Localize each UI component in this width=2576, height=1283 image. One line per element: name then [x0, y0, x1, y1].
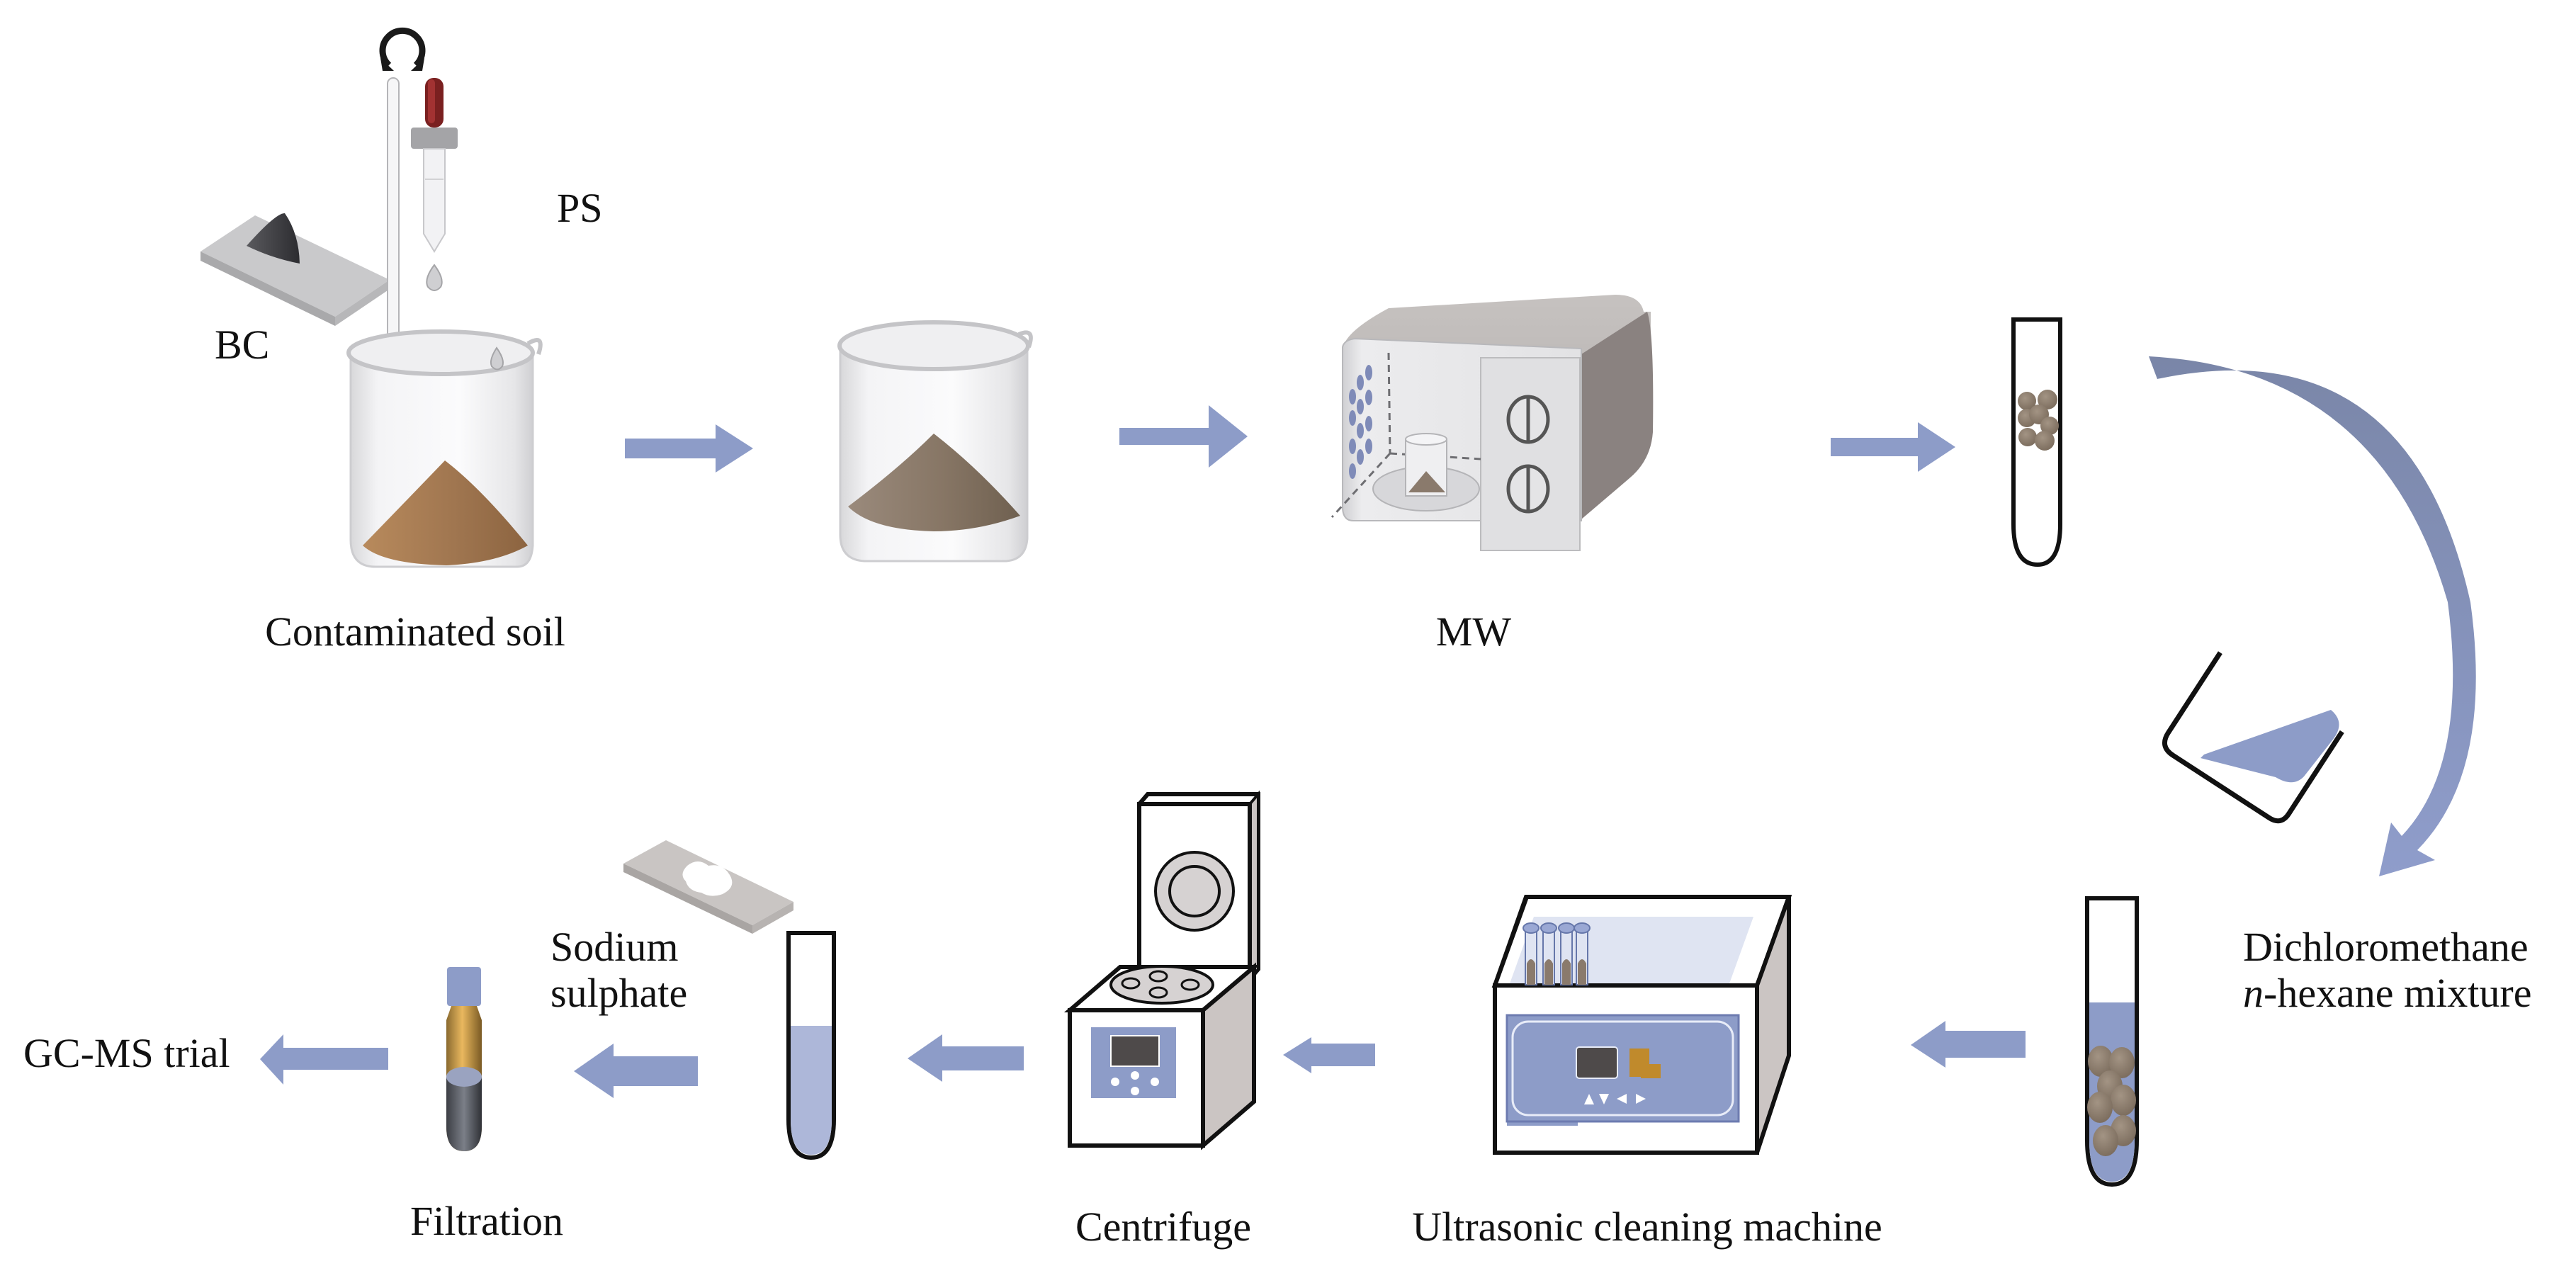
ultrasonic-indicator	[1641, 1064, 1661, 1078]
ultrasonic-display	[1576, 1046, 1618, 1079]
solvent-in-tilted-beaker	[2201, 710, 2339, 783]
label-solvent: Dichloromethane n-hexane mixture	[2243, 924, 2532, 1017]
flow-arrow-left	[574, 1044, 698, 1098]
right-triangle-button	[1636, 1094, 1646, 1104]
flow-arrow-left	[260, 1034, 388, 1085]
beaker-contaminated-soil	[346, 329, 543, 568]
label-solvent-line1: Dichloromethane	[2243, 924, 2529, 970]
flow-arrow-left	[1911, 1021, 2026, 1068]
test-tube-supernatant	[786, 931, 836, 1160]
test-tube-solvent-pellets	[2085, 896, 2139, 1187]
label-gc-ms: GC-MS trial	[23, 1030, 230, 1076]
microwave-oven	[1331, 295, 1654, 551]
bc-biochar-plate	[200, 213, 390, 326]
label-sodium-sulphate: Sodium sulphate	[550, 924, 688, 1017]
rotate-icon	[379, 28, 426, 71]
flow-arrow-right	[1831, 422, 1955, 472]
sodium-sulphate-plate	[623, 840, 793, 934]
label-sodium-line1: Sodium	[550, 924, 679, 970]
microwave-knob	[1506, 395, 1550, 444]
label-solvent-line2: -hexane mixture	[2264, 969, 2532, 1016]
flow-arrow-left	[1283, 1037, 1375, 1073]
label-solvent-n: n	[2243, 969, 2264, 1016]
microwave-knob	[1506, 464, 1550, 514]
label-ultrasonic: Ultrasonic cleaning machine	[1412, 1204, 1882, 1250]
label-mw: MW	[1435, 609, 1512, 655]
beaker-treated-soil	[837, 320, 1033, 563]
label-ps: PS	[557, 185, 603, 231]
ultrasonic-test-tubes	[1523, 922, 1591, 985]
flow-arrow-right	[1119, 405, 1248, 468]
label-centrifuge: Centrifuge	[1075, 1204, 1252, 1250]
dropper-icon	[411, 78, 458, 291]
label-sodium-line2: sulphate	[550, 969, 688, 1016]
label-bc: BC	[215, 322, 270, 368]
label-contaminated-soil: Contaminated soil	[265, 609, 565, 655]
flow-arrow-right	[625, 424, 753, 473]
down-triangle-button	[1599, 1094, 1609, 1104]
test-tube-soil-pellets	[2011, 317, 2062, 567]
left-triangle-button	[1617, 1094, 1627, 1104]
up-triangle-button	[1584, 1094, 1594, 1104]
label-filtration: Filtration	[410, 1198, 563, 1244]
centrifuge	[1063, 790, 1260, 1151]
filtration-vial	[446, 967, 482, 1151]
centrifuge-display	[1110, 1035, 1160, 1067]
flow-arrow-left	[908, 1034, 1024, 1082]
